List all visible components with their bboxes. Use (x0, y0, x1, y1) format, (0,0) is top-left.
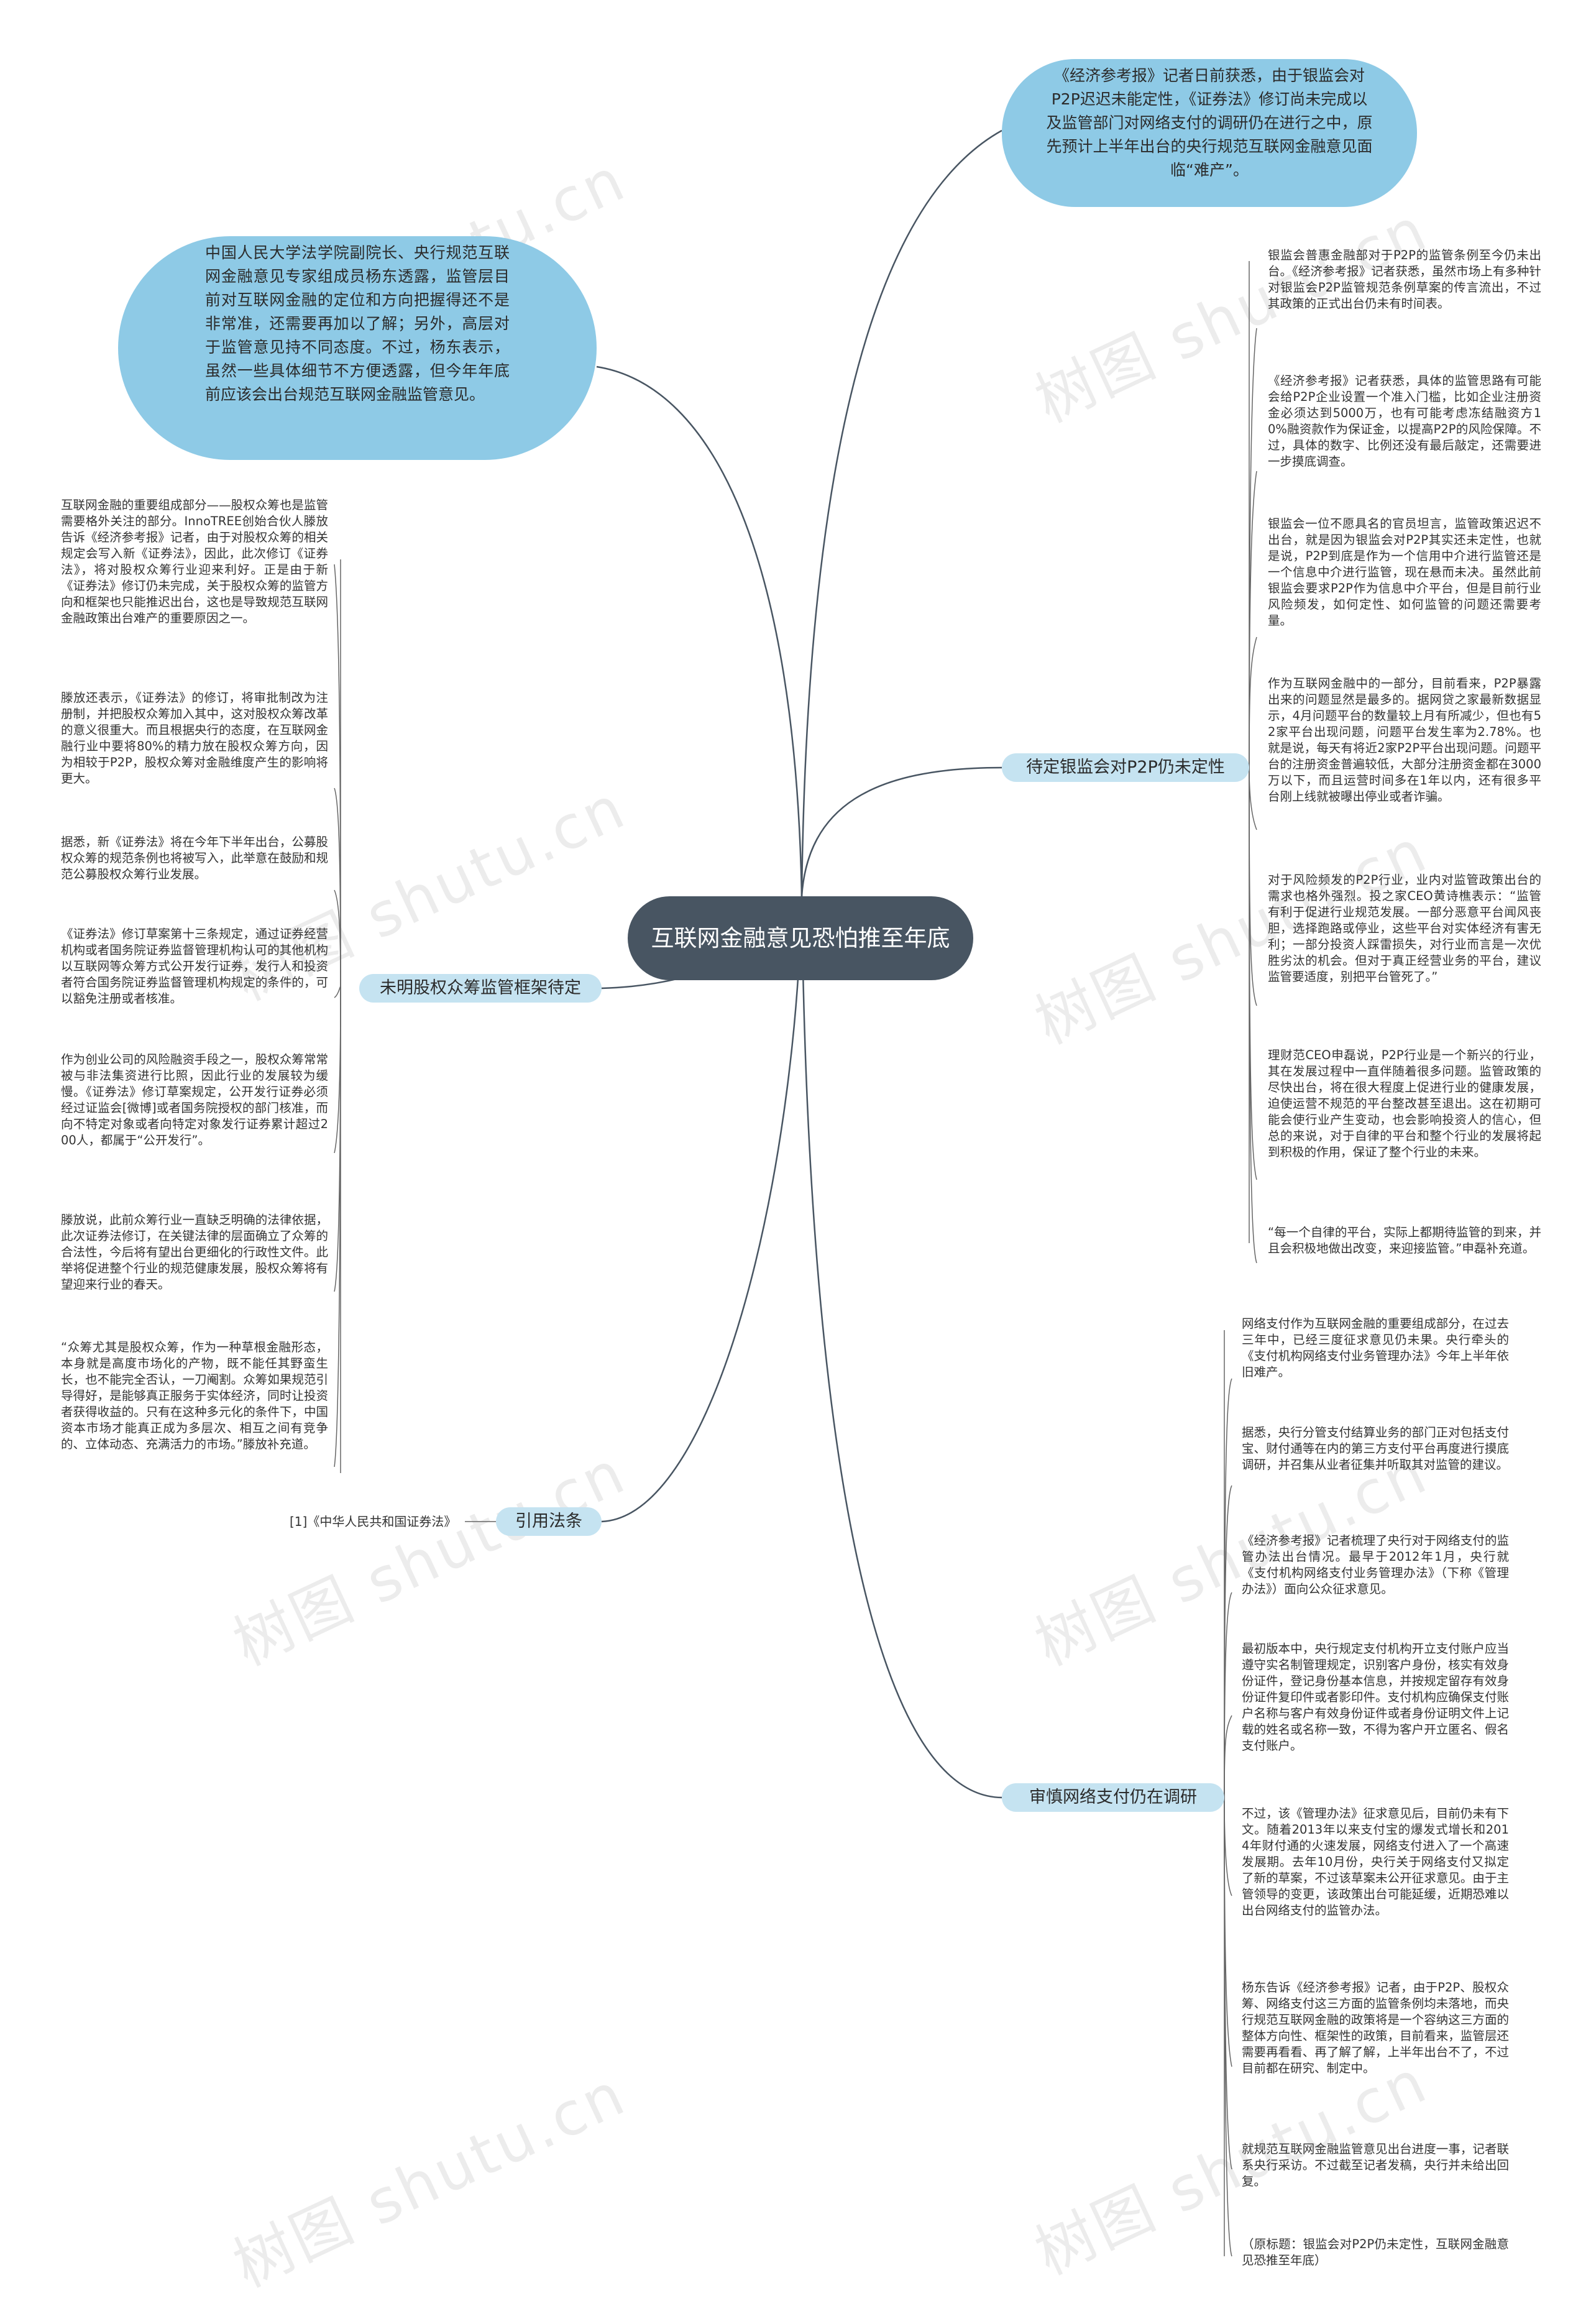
equity-leaf: 互联网金融的重要组成部分——股权众筹也是监管需要格外关注的部分。InnoTREE… (61, 498, 328, 625)
p2p-leaf: “每一个自律的平台，实际上都期待监管的到来，并且会积极地做出改变，来迎接监管。”… (1268, 1225, 1541, 1256)
p2p-leaf: 理财范CEO申磊说，P2P行业是一个新兴的行业，其在发展过程中一直伴随着很多问题… (1268, 1048, 1541, 1159)
payment-leaf: 《经济参考报》记者梳理了央行对于网络支付的监管办法出台情况。最早于2012年1月… (1242, 1533, 1509, 1596)
bracket-equity-1 (334, 788, 341, 989)
payment-leaf: 就规范互联网金融监管意见出台进度一事，记者联系央行采访。不过截至记者发稿，央行并… (1242, 2142, 1509, 2189)
payment-leaf: 不过，该《管理办法》征求意见后，目前仍未有下文。随着2013年以来支付宝的爆发式… (1242, 1806, 1509, 1918)
equity-leaf: “众筹尤其是股权众筹，作为一种草根金融形态，本身就是高度市场化的产物，既不能任其… (61, 1340, 328, 1451)
branch-law[interactable]: 引用法条 (496, 1507, 602, 1536)
bracket-p2p-4 (1249, 767, 1257, 1006)
root-topic[interactable]: 互联网金融意见恐怕推至年底 (628, 896, 973, 980)
bracket-payment-3 (1224, 1715, 1232, 1798)
bracket-payment-7 (1224, 1797, 1232, 2257)
equity-leaf: 据悉，新《证券法》将在今年下半年出台，公募股权众筹的规范条例也将被写入，此举意在… (61, 835, 328, 881)
payment-leaf: （原标题：银监会对P2P仍未定性，互联网金融意见恐推至年底） (1242, 2237, 1509, 2267)
connector-root-top-left (596, 365, 803, 897)
topic-top-right[interactable]: 《经济参考报》记者日前获悉，由于银监会对P2P迟迟未能定性，《证券法》修订尚未完… (1002, 59, 1417, 207)
bracket-p2p-6 (1249, 767, 1257, 1264)
p2p-leaf: 《经济参考报》记者获悉，具体的监管思路有可能会给P2P企业设置一个准入门槛，比如… (1268, 374, 1541, 469)
p2p-leaf: 作为互联网金融中的一部分，目前看来，P2P暴露出来的问题显然是最多的。据网贷之家… (1268, 676, 1541, 804)
payment-leaf: 据悉，央行分管支付结算业务的部门正对包括支付宝、财付通等在内的第三方支付平台再度… (1242, 1425, 1509, 1472)
connector-root-p2p (800, 766, 1002, 897)
connector-root-law (601, 896, 803, 1523)
topic-top-left[interactable]: 中国人民大学法学院副院长、央行规范互联网金融意见专家组成员杨东透露，监管层目前对… (118, 236, 597, 460)
payment-leaf: 最初版本中，央行规定支付机构开立支付账户应当遵守实名制管理规定，识别客户身份，核… (1242, 1642, 1509, 1753)
payment-leaf: 杨东告诉《经济参考报》记者，由于P2P、股权众筹、网络支付这三方面的监管条例均未… (1242, 1980, 1509, 2075)
equity-leaf: 《证券法》修订草案第十三条规定，通过证券经营机构或者国务院证券监督管理机构认可的… (61, 927, 328, 1006)
bracket-payment-2 (1224, 1592, 1232, 1798)
bracket-p2p-3 (1249, 767, 1257, 830)
equity-leaf: 滕放还表示，《证券法》的修订，将审批制改为注册制，并把股权众筹加入其中，这对股权… (61, 691, 328, 786)
bracket-equity-3 (334, 986, 341, 998)
p2p-leaf: 银监会普惠金融部对于P2P的监管条例至今仍未出台。《经济参考报》记者获悉，虽然市… (1268, 248, 1541, 311)
bracket-equity-2 (334, 889, 341, 989)
payment-leaf: 网络支付作为互联网金融的重要组成部分，在过去三年中，已经三度征求意见仍未果。央行… (1242, 1316, 1509, 1379)
equity-leaf: 滕放说，此前众筹行业一直缺乏明确的法律依据，此次证券法修订，在关键法律的层面确立… (61, 1213, 328, 1292)
branch-p2p[interactable]: 待定银监会对P2P仍未定性 (1002, 753, 1249, 782)
bracket-p2p-2 (1249, 636, 1257, 768)
topic-top-left-text: 中国人民大学法学院副院长、央行规范互联网金融意见专家组成员杨东透露，监管层目前对… (205, 244, 510, 403)
branch-payment[interactable]: 审慎网络支付仍在调研 (1002, 1783, 1224, 1812)
law-reference: [1]《中华人民共和国证券法》 (290, 1514, 457, 1529)
equity-leaf: 作为创业公司的风险融资手段之一，股权众筹常常被与非法集资进行比照，因此行业的发展… (61, 1052, 328, 1147)
connector-root-top-right (800, 129, 1002, 897)
p2p-leaf: 对于风险频发的P2P行业，业内对监管政策出台的需求也格外强烈。投之家CEO黄诗樵… (1268, 873, 1541, 984)
bracket-payment-4 (1224, 1797, 1232, 1896)
branch-equity[interactable]: 未明股权众筹监管框架待定 (359, 974, 602, 1003)
bracket-equity-6 (334, 988, 341, 1467)
bracket-p2p-0 (1249, 328, 1257, 768)
topic-top-right-text: 《经济参考报》记者日前获悉，由于银监会对P2P迟迟未能定性，《证券法》修订尚未完… (1046, 67, 1373, 179)
p2p-leaf: 银监会一位不愿具名的官员坦言，监管政策迟迟不出台，就是因为银监会对P2P其实还未… (1268, 517, 1541, 628)
connector-root-payment (800, 896, 1002, 1799)
